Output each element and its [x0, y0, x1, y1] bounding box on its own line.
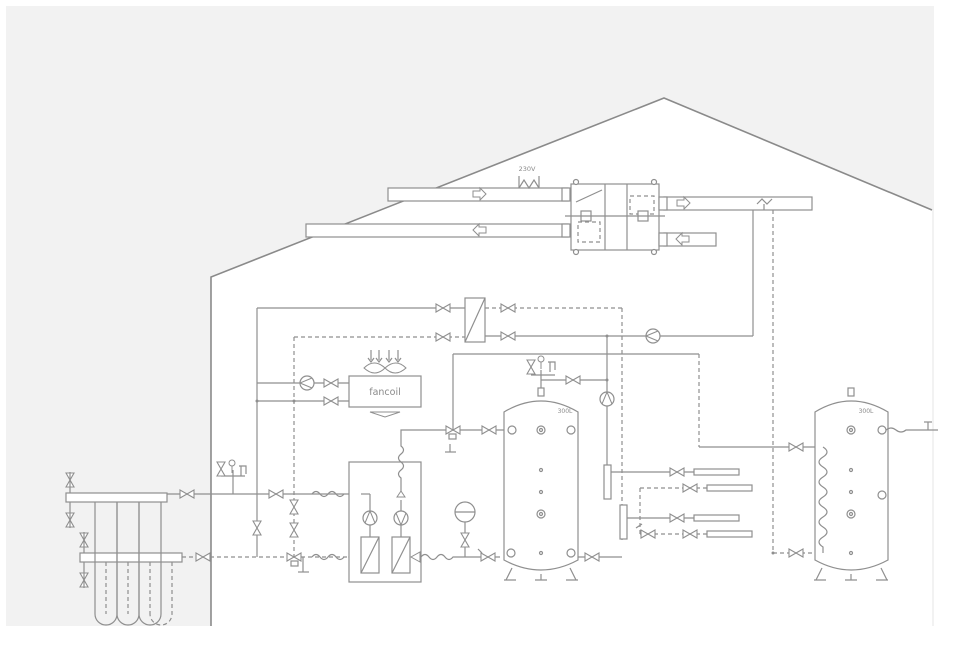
circulation-pump-icon	[645, 328, 661, 344]
tank-right-volume-label: 300L	[859, 408, 874, 415]
exhaust-duct-right	[663, 232, 717, 247]
voltage-label: 230V	[519, 165, 536, 173]
storage-tank-left: 300L	[503, 354, 622, 581]
ground-heat-exchanger	[65, 472, 183, 626]
expansion-group	[445, 353, 607, 562]
distribution-manifold	[603, 464, 753, 540]
piping	[167, 210, 774, 573]
storage-tank-right: 300L	[607, 353, 938, 581]
fancoil-label: fancoil	[369, 387, 401, 398]
collector-manifold-top	[65, 492, 168, 503]
heat-pump	[348, 429, 500, 583]
tank-left-volume-label: 300L	[558, 408, 573, 415]
fancoil-unit: fancoil	[348, 350, 422, 418]
exhaust-duct-left	[305, 223, 569, 238]
ventilation-unit: 230V	[305, 165, 813, 256]
